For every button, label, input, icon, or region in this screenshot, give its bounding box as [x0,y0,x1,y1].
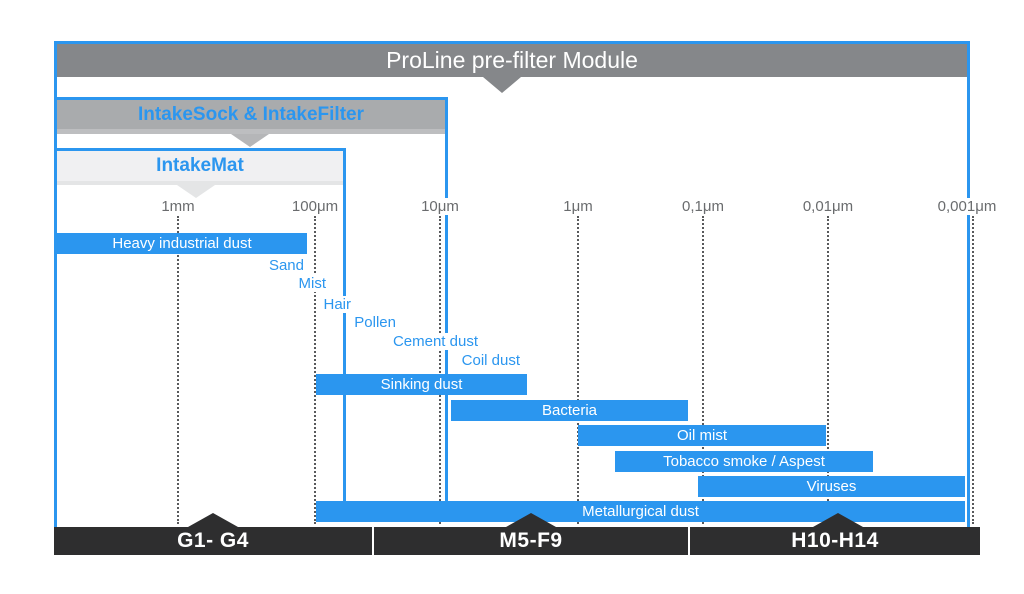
axis-tick-label: 100μm [289,198,341,215]
axis-gridline [177,216,179,524]
particle-range-bar: Heavy industrial dust [57,233,307,254]
axis-tick-label: 1mm [159,198,197,215]
particle-range-bar: Oil mist [578,425,826,446]
banner-intakemat-label: IntakeMat [156,155,244,176]
banner-intakemat-pointer-icon [177,185,215,198]
particle-point-label: Coil dust [458,352,523,369]
axis-tick-label: 0,001μm [935,198,999,215]
particle-point-label: Pollen [351,314,399,331]
filter-class-bar: G1- G4 [54,527,372,555]
banner-proline-pointer-icon [483,77,521,93]
axis-tick-label: 10μm [419,198,461,215]
particle-point-label: Hair [320,296,354,313]
filter-class-bar: H10-H14 [690,527,980,555]
particle-range-bar: Sinking dust [316,374,527,395]
banner-intakemat-edge [57,181,343,185]
filter-class-bar: M5-F9 [374,527,688,555]
axis-gridline [702,216,704,524]
axis-gridline [577,216,579,524]
intakemat-extent-lines [54,148,346,504]
axis-gridline [972,216,974,524]
axis-gridline [314,216,316,524]
filter-class-pointer-icon [188,513,238,527]
axis-tick-label: 0,1μm [680,198,726,215]
axis-tick-label: 0,01μm [800,198,856,215]
filter-class-pointer-icon [813,513,863,527]
axis-gridline [439,216,441,524]
filter-class-pointer-icon [506,513,556,527]
particle-point-label: Cement dust [389,333,481,350]
axis-tick-label: 1μm [561,198,595,215]
banner-intakesock-edge [57,129,445,134]
banner-intakesock: IntakeSock & IntakeFilter [57,100,445,129]
particle-point-label: Mist [295,275,329,292]
banner-intakesock-label: IntakeSock & IntakeFilter [138,104,364,125]
chart-frame [54,41,970,531]
particle-range-bar: Viruses [698,476,965,497]
banner-proline-label: ProLine pre-filter Module [386,47,638,73]
banner-intakemat: IntakeMat [57,151,343,181]
banner-proline: ProLine pre-filter Module [57,44,967,77]
particle-point-label: Sand [265,257,307,274]
particle-range-bar: Metallurgical dust [316,501,965,522]
axis-gridline [827,216,829,524]
particle-range-bar: Tobacco smoke / Aspest [615,451,873,472]
particle-range-bar: Bacteria [451,400,688,421]
banner-intakesock-pointer-icon [231,134,269,147]
intakesock-extent-lines [54,97,448,504]
